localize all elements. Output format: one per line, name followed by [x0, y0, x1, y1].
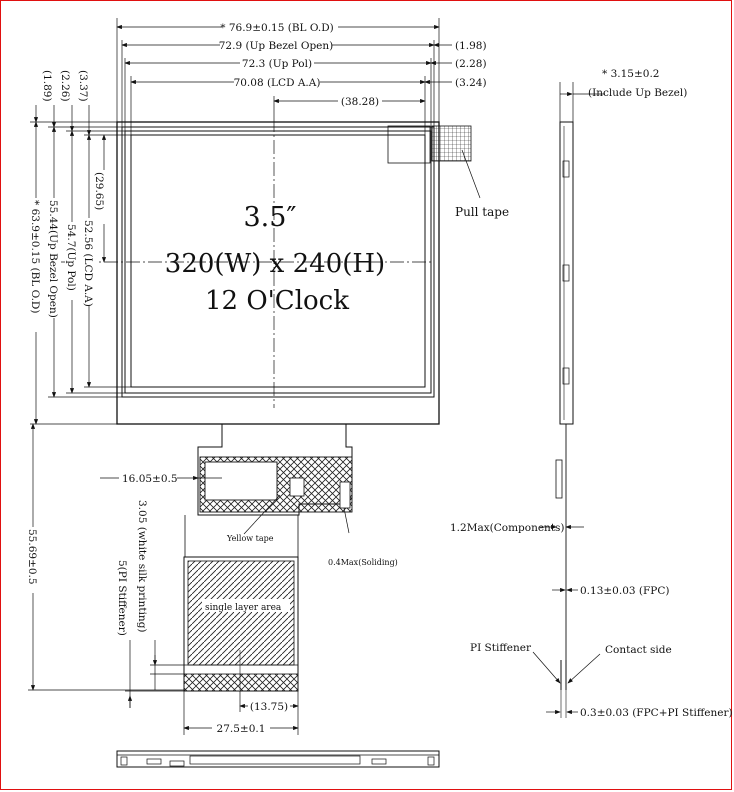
dim-1-98: (1.98) — [455, 40, 487, 52]
contact-pads — [183, 673, 299, 692]
dim-2-28: (2.28) — [455, 58, 487, 70]
dim-13-75: (13.75) — [250, 701, 288, 713]
single-layer-label: single layer area — [205, 603, 282, 613]
dim-bl-od-height: * 63.9±0.15 (BL O.D) — [29, 200, 41, 313]
dim-27-5: 27.5±0.1 — [217, 723, 266, 735]
dim-2-26: (2.26) — [59, 70, 71, 102]
dim-lcd-aa-height: 52.56 (LCD A.A) — [82, 220, 94, 307]
soliding-leader — [343, 507, 350, 534]
fpc-thickness-label: 0.13±0.03 (FPC) — [580, 585, 669, 597]
dim-3-37: (3.37) — [77, 70, 89, 102]
dim-up-pol-width: 72.3 (Up Pol) — [242, 58, 312, 70]
right-side-view — [532, 82, 605, 718]
dim-pi-stiffener: 5(PI Stiffener) — [116, 560, 128, 636]
dim-38-28: (38.28) — [341, 96, 379, 108]
fpc-solder-pads — [339, 481, 351, 509]
thickness-label: * 3.15±0.2 — [602, 68, 659, 80]
pull-tape-area — [387, 125, 431, 164]
yellow-tape-area — [204, 461, 278, 501]
backlight-outline — [116, 121, 440, 425]
display-resolution: 320(W) x 240(H) — [165, 249, 385, 279]
dim-fpc-offset: 16.05±0.5 — [122, 473, 178, 485]
dim-bezel-open-height: 55.44(Up Bezel Open) — [47, 200, 59, 318]
lcd-front-view — [60, 118, 481, 425]
pull-tape-leader — [461, 149, 481, 199]
components-label: 1.2Max(Components) — [450, 522, 565, 534]
yellow-tape-leader — [243, 494, 281, 535]
yellow-tape-label: Yellow tape — [226, 534, 274, 543]
display-size: 3.5″ — [243, 202, 296, 233]
dim-3-24: (3.24) — [455, 77, 487, 89]
dim-1-89: (1.89) — [41, 70, 53, 102]
single-layer-area — [187, 560, 295, 666]
dim-white-silk: 3.05 (white silk printing) — [136, 500, 148, 633]
soliding-label: 0.4Max(Soliding) — [328, 558, 398, 567]
fpc — [183, 424, 353, 692]
dim-bezel-open-width: 72.9 (Up Bezel Open) — [219, 40, 334, 52]
dim-total-height: 55.69±0.5 — [26, 529, 38, 585]
fpc-pi-label: 0.3±0.03 (FPC+PI Stiffener) — [580, 707, 733, 719]
active-area-outline — [130, 134, 426, 388]
dim-29-65: (29.65) — [93, 172, 105, 210]
viewing-direction: 12 O'Clock — [205, 286, 349, 316]
pi-stiffener-label: PI Stiffener — [470, 642, 532, 654]
dim-bl-od-width: * 76.9±0.15 (BL O.D) — [220, 22, 333, 34]
bottom-side-view — [116, 750, 440, 768]
pull-tape — [431, 125, 472, 162]
dim-lcd-aa-width: 70.08 (LCD A.A) — [234, 77, 321, 89]
thickness-note: (Include Up Bezel) — [588, 87, 687, 99]
fpc-component — [289, 477, 305, 497]
pull-tape-label: Pull tape — [455, 205, 509, 219]
dim-up-pol-height: 54.7(Up Pol) — [65, 224, 77, 291]
contact-side-label: Contact side — [605, 644, 672, 656]
